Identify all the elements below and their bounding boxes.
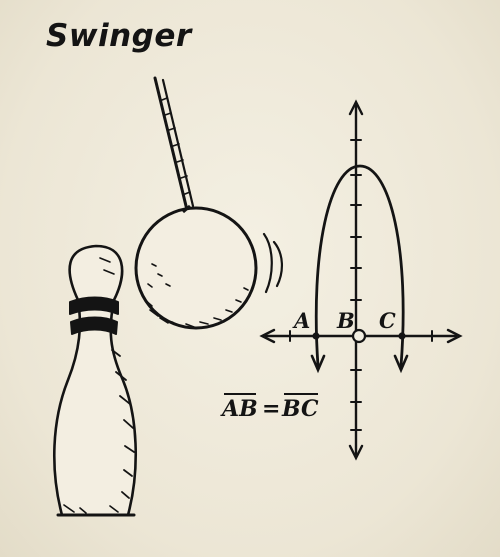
equation: AB = BC [220,393,319,422]
bowling-pin-icon [52,244,138,517]
y-axis-down-arrow-icon [348,444,364,461]
pendulum-rope [153,76,195,212]
page-title: Swinger [46,18,192,54]
x-axis-right-arrow-icon [446,328,463,344]
y-axis-ticks [350,139,362,431]
point-c [398,332,406,340]
point-a [312,332,320,340]
label-b: B [336,308,355,333]
segment-ab-label: AB [220,396,258,422]
parabola-curve [314,164,405,368]
equals-sign: = [262,396,280,422]
bowling-ball-icon [134,204,258,330]
x-axis-ticks [289,330,433,342]
y-axis-up-arrow-icon [348,99,364,116]
parabola-right-arrow-icon [393,354,409,374]
coordinate-graph [259,99,463,461]
parabola-left-arrow-icon [310,354,326,374]
x-axis-left-arrow-icon [259,328,276,344]
motion-lines-icon [262,232,283,294]
label-a: A [292,308,310,333]
label-c: C [379,308,396,333]
segment-bc-label: BC [281,396,319,422]
point-b [351,328,367,344]
